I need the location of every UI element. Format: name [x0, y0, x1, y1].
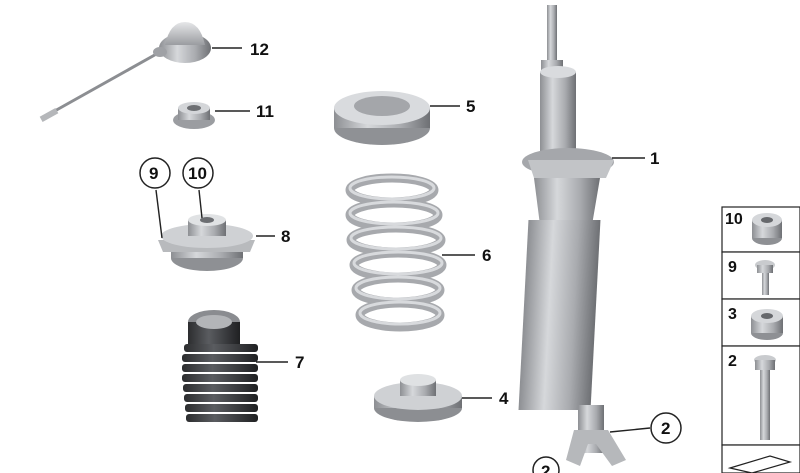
part-6-coil-spring	[345, 173, 447, 332]
bolt-9-icon	[755, 260, 775, 295]
callout-2b: 2	[541, 462, 550, 473]
callout-8: 8	[281, 227, 290, 246]
callout-1: 1	[650, 149, 659, 168]
bolt-2-icon	[754, 355, 776, 440]
nut-10-icon	[752, 213, 782, 245]
part-4-lower-spring-seat	[374, 374, 462, 422]
part-8-top-mount	[158, 214, 255, 271]
small-parts-panel	[721, 206, 800, 473]
callout-4: 4	[499, 389, 509, 408]
callout-5: 5	[466, 97, 475, 116]
callout-10: 10	[188, 164, 207, 183]
callout-2a-circle	[650, 412, 682, 444]
callout-9-circle	[139, 157, 171, 189]
part-12-sensor	[39, 22, 211, 122]
callout-9: 9	[149, 164, 158, 183]
arrow-icon	[727, 455, 793, 473]
leader-lines	[155, 47, 651, 433]
part-11-bushing	[173, 102, 215, 129]
callout-2a: 2	[661, 419, 670, 438]
nut-3-icon	[751, 309, 783, 340]
part-5-upper-spring-seat	[334, 91, 430, 145]
panel-label-10: 10	[725, 211, 743, 228]
callout-12: 12	[250, 40, 269, 59]
callout-7: 7	[295, 353, 304, 372]
panel-label-2: 2	[728, 353, 737, 370]
part-1-shock-absorber	[518, 5, 626, 466]
callout-10-circle	[182, 157, 214, 189]
panel-label-9: 9	[728, 259, 737, 276]
part-7-dust-boot	[182, 310, 258, 422]
callout-6: 6	[482, 246, 491, 265]
callout-2b-circle	[532, 456, 560, 473]
callout-11: 11	[256, 102, 274, 121]
panel-label-3: 3	[728, 306, 737, 323]
